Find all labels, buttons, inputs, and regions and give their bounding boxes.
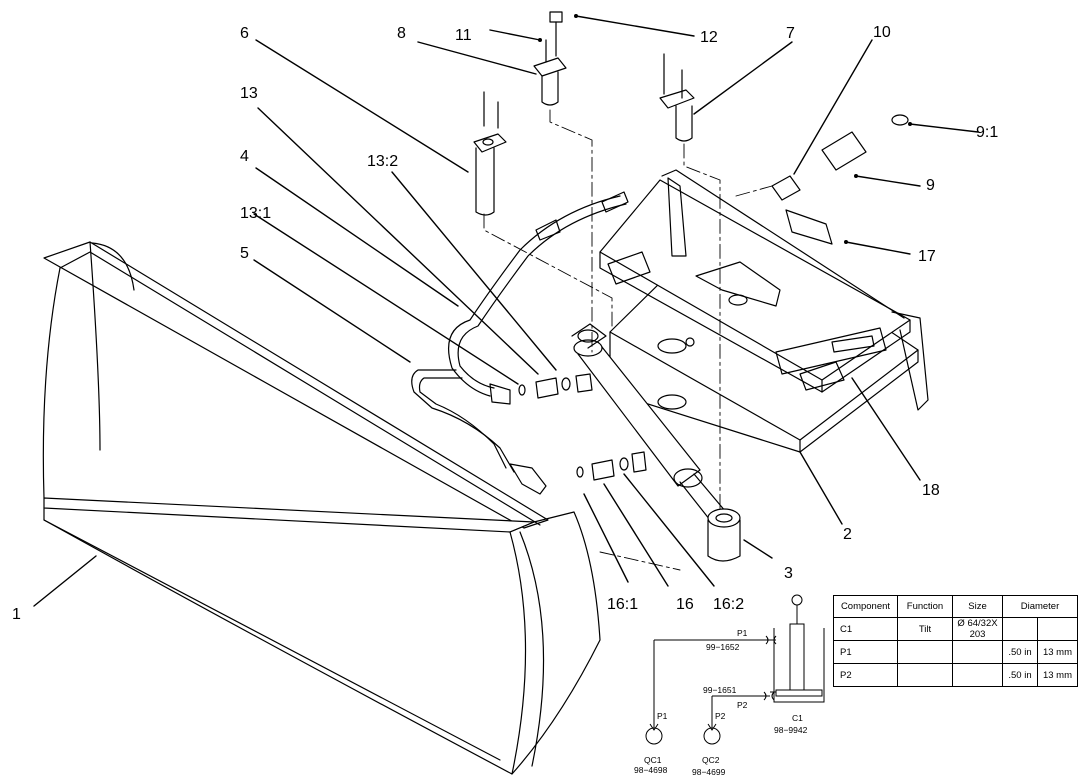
pins-and-bolts (473, 11, 695, 216)
callout-1: 1 (12, 606, 21, 623)
cell-diameter-mm: 13 mm (1037, 640, 1078, 664)
restrictor-p2 (763, 691, 775, 701)
cylinder-part-number: 98−9942 (774, 725, 808, 735)
table-row: P1 .50 in 13 mm (833, 640, 1078, 664)
callout-9-1: 9:1 (976, 124, 998, 141)
cell-diameter-mm (1037, 617, 1078, 641)
header-component: Component (833, 595, 898, 618)
schematic-labels: P1 99−1652 99−1651 P2 P1 P2 QC1 98−4698 … (634, 628, 808, 777)
qc1-symbol (645, 723, 663, 745)
hose-5 (411, 369, 547, 495)
hydraulic-cylinder (571, 323, 741, 562)
component-spec-table: Component Function Size Diameter C1 Tilt… (833, 595, 1078, 687)
cell-function: Tilt (897, 617, 953, 641)
qc1-part-number: 98−4698 (634, 765, 668, 775)
cylinder-symbol (770, 594, 825, 703)
cell-size: Ø 64/32X 203 (952, 617, 1003, 641)
header-diameter: Diameter (1002, 595, 1078, 618)
cell-diameter-mm: 13 mm (1037, 663, 1078, 687)
callout-13-2: 13:2 (367, 153, 398, 170)
fittings (518, 373, 647, 481)
callout-6: 6 (240, 25, 249, 42)
cell-function (897, 640, 953, 664)
table-header-row: Component Function Size Diameter (833, 595, 1078, 618)
p1-part-number: 99−1652 (706, 642, 740, 652)
centerlines (483, 109, 773, 571)
cell-size (952, 663, 1003, 687)
qc2-symbol (703, 723, 721, 745)
callout-17: 17 (918, 248, 936, 265)
callout-16-1: 16:1 (607, 596, 638, 613)
p2-label: P2 (737, 700, 748, 710)
cell-diameter-in: .50 in (1002, 640, 1038, 664)
cell-component: P1 (833, 640, 898, 664)
qc2-line-label: P2 (715, 711, 726, 721)
cell-component: C1 (833, 617, 898, 641)
header-size: Size (952, 595, 1003, 618)
plow-blade (42, 241, 601, 775)
qc2-part-number: 98−4699 (692, 767, 726, 777)
callout-2: 2 (843, 526, 852, 543)
cell-diameter-in: .50 in (1002, 663, 1038, 687)
cell-size-line1: Ø 64/32X (957, 618, 998, 629)
header-function: Function (897, 595, 953, 618)
table-row: P2 .50 in 13 mm (833, 663, 1078, 687)
restrictor-p1 (765, 635, 777, 645)
callout-3: 3 (784, 565, 793, 582)
cell-size (952, 640, 1003, 664)
callout-labels: 1 2 3 4 5 6 7 8 9 9:1 10 11 12 13 13:1 1… (12, 24, 998, 623)
callout-16-2: 16:2 (713, 596, 744, 613)
p2-part-number: 99−1651 (703, 685, 737, 695)
qc1-line-label: P1 (657, 711, 668, 721)
p1-label: P1 (737, 628, 748, 638)
cell-function (897, 663, 953, 687)
callout-16: 16 (676, 596, 694, 613)
callout-5: 5 (240, 245, 249, 262)
callout-13-1: 13:1 (240, 205, 271, 222)
callout-13: 13 (240, 85, 258, 102)
callout-11: 11 (455, 27, 472, 44)
callout-7: 7 (786, 25, 795, 42)
callout-18: 18 (922, 482, 940, 499)
callout-10: 10 (873, 24, 891, 41)
qc2-label: QC2 (702, 755, 720, 765)
leader-lines (33, 15, 979, 607)
table-row: C1 Tilt Ø 64/32X 203 (833, 617, 1078, 641)
qc1-label: QC1 (644, 755, 662, 765)
cell-size-line2: 203 (969, 629, 986, 640)
quick-coupler (771, 114, 909, 201)
callout-4: 4 (240, 148, 249, 165)
callout-12: 12 (700, 29, 718, 46)
a-frame-plate (599, 169, 929, 453)
cell-component: P2 (833, 663, 898, 687)
leader-dots (538, 14, 912, 244)
cell-diameter-in (1002, 617, 1038, 641)
cylinder-label: C1 (792, 713, 803, 723)
callout-9: 9 (926, 177, 935, 194)
hydraulic-schematic (645, 594, 825, 745)
callout-8: 8 (397, 25, 406, 42)
